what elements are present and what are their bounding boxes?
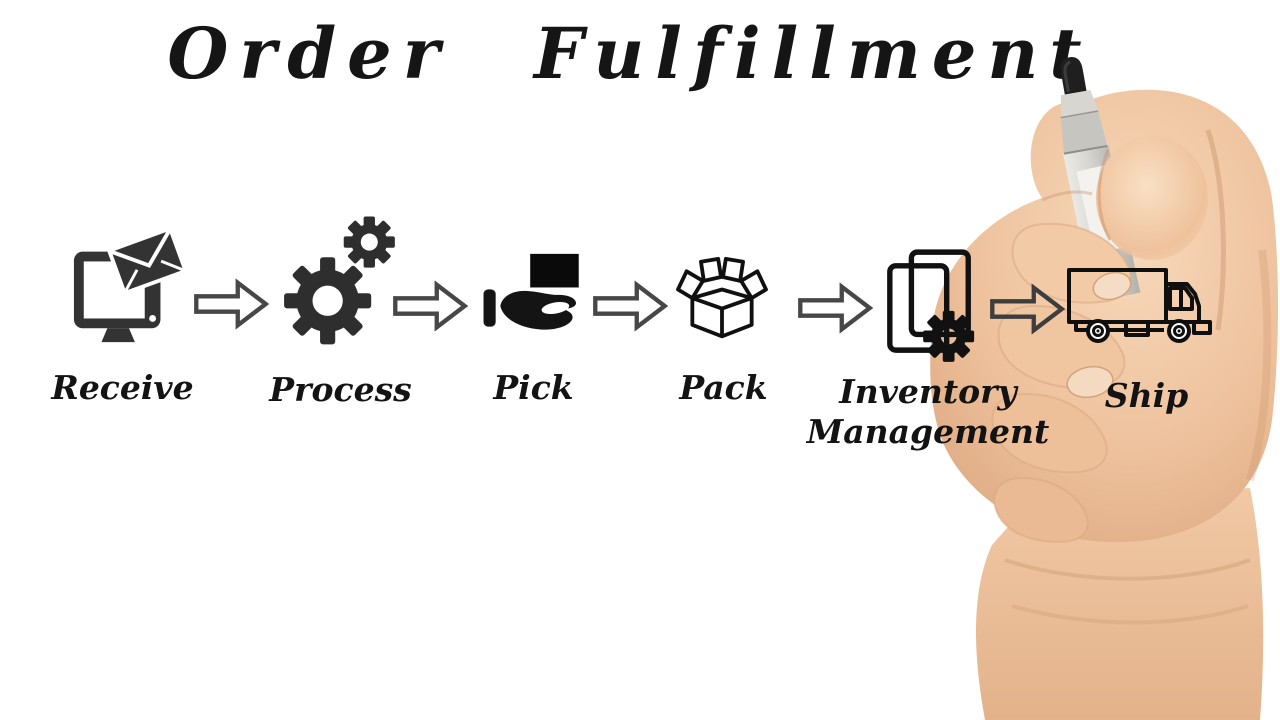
step-ship xyxy=(1066,262,1218,344)
page-title: Order Fulfillment xyxy=(167,12,1093,95)
step-inventory-management xyxy=(882,248,980,366)
step-label: Pick xyxy=(493,368,574,407)
pinky-finger xyxy=(993,476,1089,544)
step-process xyxy=(282,208,396,350)
open-box-icon xyxy=(676,256,768,339)
ring-finger xyxy=(991,392,1108,474)
gears-icon xyxy=(284,216,395,345)
fingernail xyxy=(1066,365,1114,399)
hand-holding-box-icon xyxy=(483,253,579,330)
skin-creases xyxy=(1004,129,1272,625)
step-receive xyxy=(70,228,188,346)
fingernail xyxy=(1092,271,1132,301)
documents-gear-icon xyxy=(887,249,975,362)
computer-email-icon xyxy=(73,228,188,343)
arrow-right-icon xyxy=(393,280,469,332)
step-pack xyxy=(672,256,772,344)
arrow-right-icon xyxy=(194,278,270,330)
step-label: Process xyxy=(269,370,412,409)
wrist xyxy=(975,488,1264,720)
arrow-right-icon xyxy=(798,282,874,334)
step-label: Pack xyxy=(679,368,768,407)
thumb xyxy=(1096,136,1208,260)
step-label: Inventory Management xyxy=(806,372,1050,452)
arrow-right-icon xyxy=(593,280,669,332)
arrow-right-icon xyxy=(990,283,1066,335)
step-pick xyxy=(480,252,586,336)
step-label: Ship xyxy=(1104,376,1189,415)
step-label: Receive xyxy=(51,368,194,407)
delivery-truck-icon xyxy=(1067,268,1212,343)
